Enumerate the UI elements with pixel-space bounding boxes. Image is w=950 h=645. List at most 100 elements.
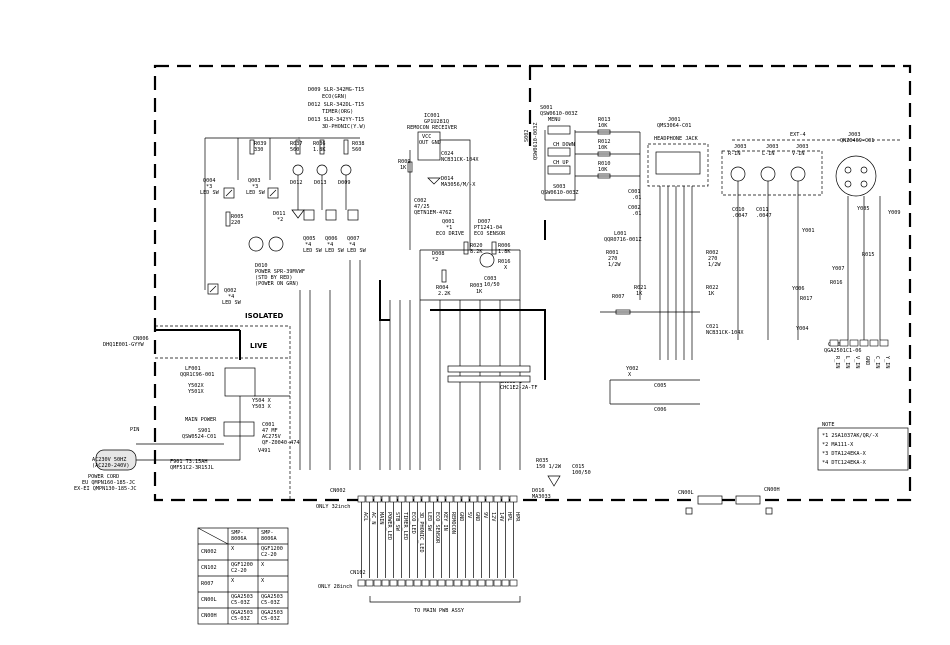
svg-text:R017: R017 (800, 296, 813, 302)
cn002-pin-label: 14V (498, 512, 504, 521)
svg-text:MA3056/M/-X: MA3056/M/-X (441, 182, 476, 188)
table-header: 8006A (261, 536, 277, 542)
cn002-pin-label: HPL (506, 512, 512, 521)
cn002-pin (477, 495, 486, 503)
svg-text:L-IN: L-IN (762, 151, 775, 157)
d012-label: D012 SLR-342DL-T15 (308, 102, 364, 108)
cn00f-pin-label: Y_IN (884, 356, 890, 369)
svg-text:J003: J003 (796, 144, 809, 150)
cn002-pin-label: GND (458, 512, 464, 521)
svg-text:R004: R004 (436, 285, 449, 291)
svg-text:*2: *2 (277, 217, 283, 223)
s001-switch (547, 125, 571, 135)
svg-text:D014: D014 (441, 176, 454, 182)
note-3: *3 DTA124EKA-X (822, 451, 867, 457)
cn002-pin-label: 3D_PHONIC_LED (418, 512, 424, 553)
cn102-pin (397, 579, 406, 587)
svg-text:150 1/2W: 150 1/2W (536, 464, 562, 470)
svg-text:S901: S901 (198, 428, 211, 434)
note-2: *2 MA111-X (822, 442, 854, 448)
svg-text:ONLY 32inch: ONLY 32inch (316, 504, 350, 510)
cn002-pin-label: STB_SW (394, 512, 400, 532)
svg-text:*4: *4 (327, 242, 333, 248)
ext4-section: EXT-4 J003 J003 J003 R-IN L-IN V-IN J003… (721, 132, 901, 369)
j001-jack (655, 151, 701, 175)
svg-text:Q001: Q001 (442, 219, 455, 225)
svg-text:Y005: Y005 (857, 206, 870, 212)
svg-text:(AC220-240V): (AC220-240V) (92, 463, 129, 469)
cn00f-pin (869, 339, 879, 347)
svg-text:*4: *4 (228, 294, 234, 300)
svg-text:MA3033: MA3033 (532, 494, 551, 500)
svg-text:MENU: MENU (548, 117, 561, 123)
d016-zener (547, 475, 561, 487)
s002-switch (547, 147, 571, 157)
cn002-pin-label: MAIN (378, 512, 384, 525)
svg-text:C001: C001 (628, 189, 641, 195)
cn002-pin-label: AC_N (370, 512, 376, 525)
s901-power-switch (223, 421, 255, 437)
svg-text:QSW0524-C01: QSW0524-C01 (182, 434, 216, 440)
cn002-pin (421, 495, 430, 503)
svg-text:R036: R036 (313, 141, 326, 147)
cn102-pin (493, 579, 502, 587)
svg-text:R003: R003 (470, 283, 483, 289)
cn002-pin-label: ACL (362, 512, 368, 521)
cn002-pin (389, 495, 398, 503)
cn102-pin (413, 579, 422, 587)
cn002-pin (429, 495, 438, 503)
note-title: NOTE (822, 422, 835, 428)
cn002-pin-label: LED_SW (426, 512, 432, 532)
d009-led (340, 164, 352, 176)
svg-text:CH DOWN: CH DOWN (553, 142, 575, 148)
ic001-receiver (417, 131, 441, 161)
svg-text:D010: D010 (255, 263, 268, 269)
svg-text:IC001: IC001 (424, 113, 440, 119)
cn102-pin (421, 579, 430, 587)
svg-text:R009: R009 (398, 159, 411, 165)
cn00f-pin-label: V_IN (854, 356, 860, 369)
svg-text:(POWER ON GRN): (POWER ON GRN) (255, 281, 299, 287)
svg-text:Y502X: Y502X (188, 383, 204, 389)
table-cell: QGA2503 (231, 594, 253, 600)
cn002-pin (437, 495, 446, 503)
svg-text:QMS3064-C01: QMS3064-C01 (657, 123, 691, 129)
cn102-pin (373, 579, 382, 587)
svg-text:Q006: Q006 (325, 236, 338, 242)
svg-text:Y503 X: Y503 X (252, 404, 272, 410)
cn102-pin (381, 579, 390, 587)
cn002-pin (485, 495, 494, 503)
cn102-pin (357, 579, 366, 587)
table-header: SMP- (231, 530, 244, 536)
svg-text:*4: *4 (305, 242, 311, 248)
cn002-pin (413, 495, 422, 503)
svg-text:.01: .01 (632, 211, 641, 217)
svg-text:AC275V: AC275V (262, 434, 281, 440)
svg-text:Y004: Y004 (796, 326, 809, 332)
svg-text:LED SW: LED SW (200, 190, 220, 196)
svg-text:TO MAIN PWB ASSY: TO MAIN PWB ASSY (414, 608, 465, 614)
svg-text:R010: R010 (598, 161, 611, 167)
cn002-connector (357, 495, 518, 578)
board-outline (153, 64, 912, 502)
svg-text:POWER SPR-39MVWF: POWER SPR-39MVWF (255, 269, 305, 275)
svg-text:R006: R006 (498, 243, 511, 249)
svg-text:1K: 1K (636, 291, 643, 297)
note-box: NOTE *1 2SA1037AK/QR/-X *2 MA111-X *3 DT… (817, 422, 909, 471)
cn002-pin (373, 495, 382, 503)
cn002-pin-label: 12V (490, 512, 496, 521)
svg-text:D016: D016 (532, 488, 545, 494)
svg-text:C003: C003 (484, 276, 497, 282)
table-header: 8006A (231, 536, 247, 542)
svg-text:L001: L001 (614, 231, 627, 237)
svg-text:CH UP: CH UP (553, 160, 569, 166)
wiring-bundle (299, 260, 521, 470)
svg-text:220: 220 (231, 220, 240, 226)
cn002-pin-label: GND (474, 512, 480, 521)
svg-text:C002: C002 (628, 205, 641, 211)
svg-text:.0047: .0047 (756, 213, 772, 219)
q005-transistor (303, 209, 315, 221)
cn00f-pin-label: L_IN (844, 356, 850, 369)
headphone-section: J001 QMS3064-C01 HEADPHONE JACK C001 .01… (600, 117, 744, 360)
